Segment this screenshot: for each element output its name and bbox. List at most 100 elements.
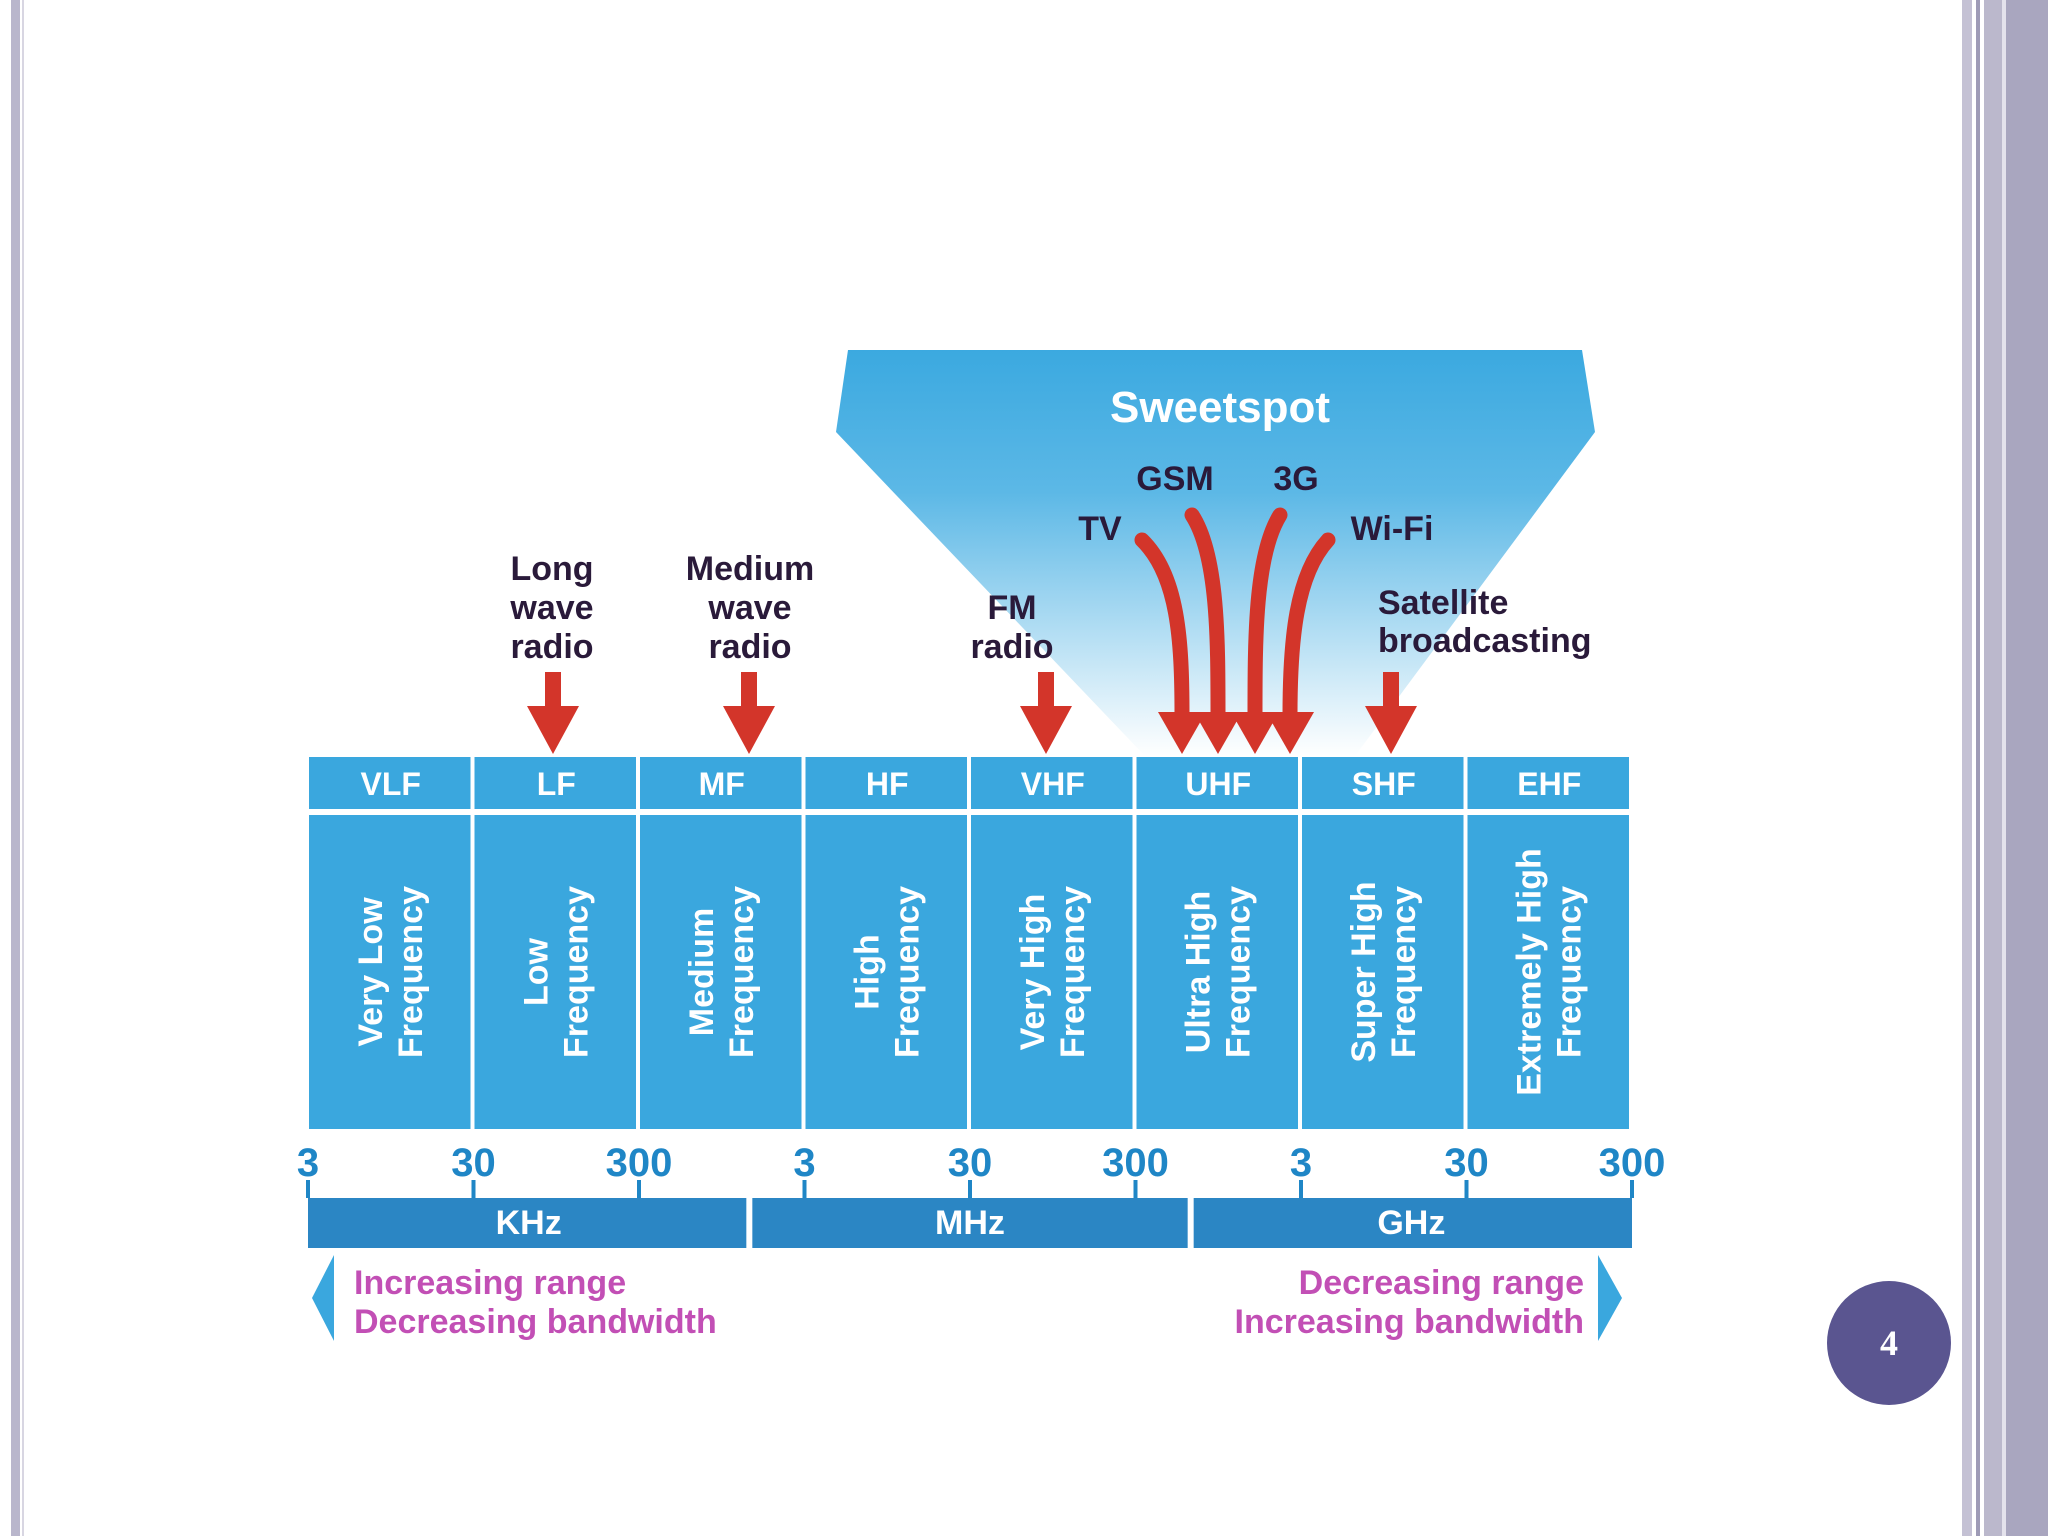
unit-segment <box>308 1198 747 1248</box>
band-full-name: Very High <box>1014 894 1052 1051</box>
band-full-name: Ultra High <box>1179 891 1217 1053</box>
unit-label-mhz: MHz <box>935 1204 1005 1242</box>
band-full-name: Low <box>517 937 555 1006</box>
band-full-name: Frequency <box>1054 886 1092 1058</box>
band-full-name: Frequency <box>1219 886 1257 1058</box>
unit-label-khz: KHz <box>496 1204 562 1242</box>
sweetspot-funnel <box>836 350 1595 756</box>
down-arrow-icon <box>527 706 579 754</box>
scale-tick-label: 30 <box>948 1141 993 1185</box>
app-label-line: broadcasting <box>1378 622 1591 660</box>
sweetspot-app-label-3g: 3G <box>1273 460 1318 498</box>
wifi-arrowhead-icon <box>1266 712 1314 754</box>
right-border-rule <box>2006 0 2048 1536</box>
right-border-rule <box>1962 0 1972 1536</box>
band-abbr: VHF <box>1021 766 1085 802</box>
band-abbr: UHF <box>1185 766 1251 802</box>
band-header <box>309 757 471 809</box>
left-trend-line-1: Increasing range <box>354 1264 626 1302</box>
app-label-line: wave <box>707 589 791 627</box>
band-header <box>971 757 1133 809</box>
right-triangle-icon <box>1598 1255 1622 1341</box>
band-full-name: Frequency <box>557 886 595 1058</box>
band-header <box>805 757 967 809</box>
band-full-name: Extremely High <box>1510 848 1548 1096</box>
band-body <box>1467 815 1629 1129</box>
band-divider <box>308 809 1632 815</box>
band-full-name: Frequency <box>723 886 761 1058</box>
band-body <box>1302 815 1464 1129</box>
sweetspot-app-label-tv: TV <box>1078 510 1122 548</box>
left-trend-line-2: Decreasing bandwidth <box>354 1303 717 1341</box>
band-header <box>1136 757 1298 809</box>
tv-arrow-icon <box>1134 532 1190 723</box>
app-label-line: Long <box>510 550 593 588</box>
app-label-line: radio <box>970 628 1053 666</box>
page-number-badge: 4 <box>1827 1281 1951 1405</box>
sweetspot-arrowheads <box>1158 712 1314 754</box>
band-abbr: MF <box>699 766 745 802</box>
right-border-rule <box>1976 0 1980 1536</box>
left-border-rule-inner <box>22 0 24 1536</box>
sweetspot-title: Sweetspot <box>1110 383 1330 432</box>
band-header <box>1467 757 1629 809</box>
scale-tick-label: 300 <box>1599 1141 1666 1185</box>
left-border-rule <box>11 0 20 1536</box>
tv-arrowhead-icon <box>1158 712 1206 754</box>
unit-label-ghz: GHz <box>1377 1204 1445 1242</box>
left-triangle-icon <box>312 1255 334 1341</box>
band-header <box>474 757 636 809</box>
band-full-name: High <box>848 934 886 1010</box>
right-trend-line-1: Decreasing range <box>1299 1264 1584 1302</box>
app-label-line: FM <box>987 589 1036 627</box>
band-full-name: Frequency <box>1385 886 1423 1058</box>
unit-segment <box>752 1198 1188 1248</box>
app-label-line: wave <box>509 589 593 627</box>
right-border-rule <box>2002 0 2006 1536</box>
sweetspot-arrows <box>1134 507 1336 723</box>
band-abbr: SHF <box>1352 766 1416 802</box>
band-body <box>640 815 802 1129</box>
band-abbr: VLF <box>361 766 421 802</box>
scale-tick-label: 30 <box>451 1141 496 1185</box>
scale-tick-label: 30 <box>1444 1141 1489 1185</box>
right-trend-line-2: Increasing bandwidth <box>1235 1303 1584 1341</box>
band-full-name: Medium <box>683 908 721 1036</box>
scale-tick-label: 300 <box>606 1141 673 1185</box>
right-border-rule <box>1984 0 2002 1536</box>
band-full-name: Frequency <box>888 886 926 1058</box>
app-label-line: radio <box>708 628 791 666</box>
app-label-line: Satellite <box>1378 584 1508 622</box>
scale-tick-label: 3 <box>297 1141 319 1185</box>
application-satellite-broadcasting: Satellite broadcasting <box>1365 584 1591 754</box>
3g-arrowhead-icon <box>1231 712 1279 754</box>
scale-tick-label: 300 <box>1102 1141 1169 1185</box>
app-label-line: radio <box>510 628 593 666</box>
band-abbr: EHF <box>1517 766 1581 802</box>
down-arrow-icon <box>1365 706 1417 754</box>
down-arrow-icon <box>723 706 775 754</box>
gsm-arrowhead-icon <box>1194 712 1242 754</box>
unit-segment <box>1193 1198 1632 1248</box>
band-body <box>309 815 471 1129</box>
band-abbr: LF <box>537 766 576 802</box>
application-long-wave-radio: Long wave radio <box>509 550 594 754</box>
scale-tick-label: 3 <box>793 1141 815 1185</box>
down-arrow-shaft <box>545 672 561 710</box>
down-arrow-shaft <box>741 672 757 710</box>
sweetspot-app-label-wifi: Wi-Fi <box>1351 510 1434 548</box>
band-header <box>1302 757 1464 809</box>
band-abbr: HF <box>866 766 909 802</box>
unit-bar: KHz MHz GHz <box>308 1198 1632 1248</box>
application-medium-wave-radio: Medium wave radio <box>686 550 814 754</box>
